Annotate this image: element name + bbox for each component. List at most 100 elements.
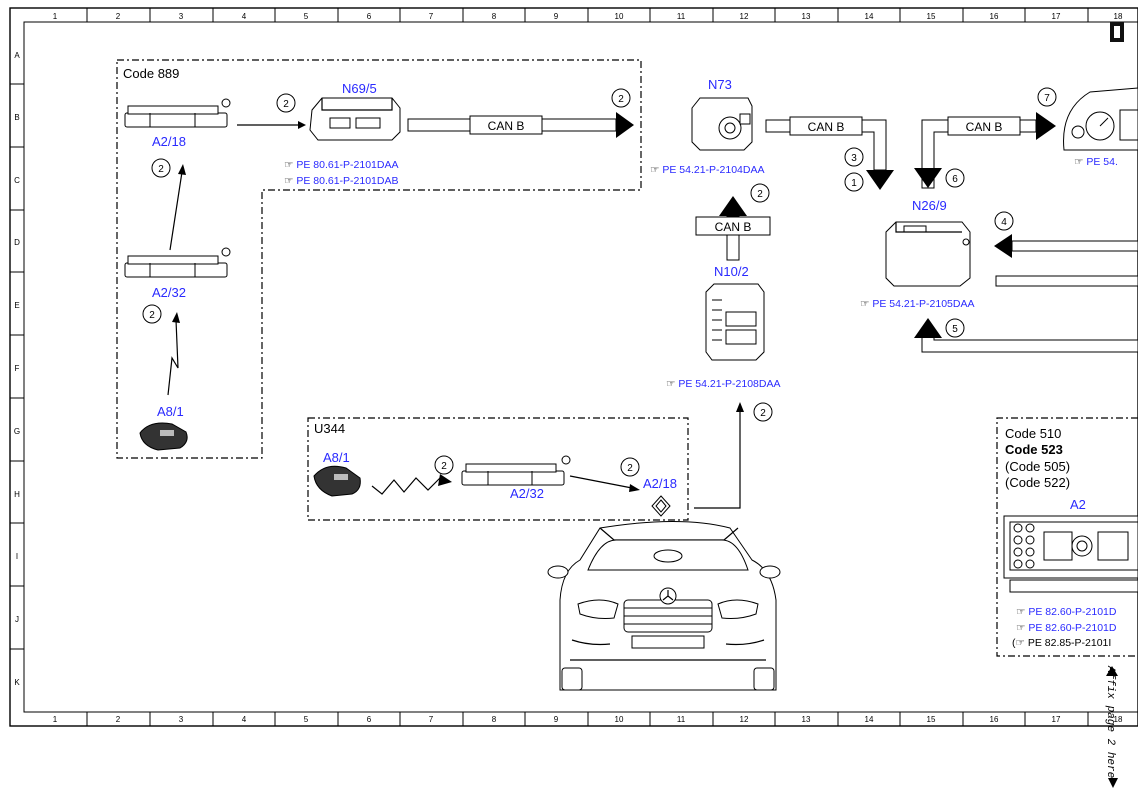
col-15-bottom: 15 xyxy=(927,715,936,724)
arrow-head xyxy=(298,121,306,129)
col-8: 8 xyxy=(492,12,497,21)
n69-5-label: N69/5 xyxy=(342,81,377,96)
can-bus-2-label-box xyxy=(789,116,863,136)
page-corner-icon xyxy=(1110,22,1124,42)
can-bus-2-label: CAN B xyxy=(808,120,845,134)
col-1: 1 xyxy=(53,12,58,21)
n10-2-module xyxy=(705,283,765,361)
n73-label: N73 xyxy=(708,77,732,92)
col-14: 14 xyxy=(865,12,874,21)
col-13-bottom: 13 xyxy=(802,715,811,724)
signal-5-bus xyxy=(921,335,1138,353)
marker-number: 2 xyxy=(757,189,763,200)
n26-9-label: N26/9 xyxy=(912,198,947,213)
marker-number: 3 xyxy=(851,153,857,164)
col-1-bottom: 1 xyxy=(53,715,58,724)
marker-circle xyxy=(434,455,454,475)
ref-hand-icon: ☞ xyxy=(650,164,659,176)
row-h: H xyxy=(14,490,20,499)
a2-32-antenna-u344 xyxy=(461,455,571,486)
signal-out-bus xyxy=(995,275,1138,287)
ref-hand-icon: ☞ xyxy=(1016,606,1025,618)
radio-code-523: Code 523 xyxy=(1005,442,1063,457)
col-10-bottom: 10 xyxy=(615,715,624,724)
can-bus-2-arrowhead xyxy=(866,170,894,190)
link-u344-to-n10 xyxy=(694,410,741,509)
col-11: 11 xyxy=(677,12,686,21)
signal-4-arrowhead xyxy=(994,234,1012,258)
col-5: 5 xyxy=(304,12,309,21)
arrow-a232-to-a218 xyxy=(169,171,183,251)
n69-5-ref-2: ☞ PE 80.61-P-2101DAB xyxy=(284,175,399,187)
can-bus-1-label-box xyxy=(469,115,543,135)
affix-side-note: Affix page 2 here xyxy=(1104,665,1118,788)
marker-number: 6 xyxy=(952,174,958,185)
n10-2-label: N10/2 xyxy=(714,264,749,279)
col-10: 10 xyxy=(615,12,624,21)
instrument-cluster xyxy=(1063,87,1138,151)
row-c: C xyxy=(14,176,20,185)
marker-number: 1 xyxy=(851,178,857,189)
marker-circle xyxy=(945,168,965,188)
radio-head-unit xyxy=(1003,515,1138,593)
code-889-label: Code 889 xyxy=(123,66,179,81)
marker-circle xyxy=(620,457,640,477)
a8-1-key-u344 xyxy=(313,465,361,497)
a2-18-antenna-top xyxy=(124,98,231,128)
marker-circle xyxy=(151,158,171,178)
row-f: F xyxy=(15,364,20,373)
col-15: 15 xyxy=(927,12,936,21)
arrow-head xyxy=(736,402,744,412)
can-bus-1-label: CAN B xyxy=(488,119,525,133)
row-k: K xyxy=(14,678,20,687)
arrow-head xyxy=(629,484,640,492)
can-bus-3-down-arrowhead xyxy=(914,168,942,188)
col-18-bottom: 18 xyxy=(1114,715,1123,724)
affix-note-text: Affix page 2 here xyxy=(1104,665,1116,778)
can-bus-3-label: CAN B xyxy=(966,120,1003,134)
marker-number: 7 xyxy=(1044,93,1050,104)
can-bus-4-label-box xyxy=(695,216,771,236)
affix-arrow-icon xyxy=(1108,778,1118,788)
can-bus-3-label-box xyxy=(947,116,1021,136)
ref-hand-icon: ☞ xyxy=(1074,156,1083,168)
vehicle-front-illustration xyxy=(547,521,781,691)
signal-5-arrowhead xyxy=(914,318,942,338)
radio-ref-2: ☞ PE 82.60-P-2101D xyxy=(1016,622,1117,634)
a2-32-left-label: A2/32 xyxy=(152,285,186,300)
can-bus-3-right-arrowhead xyxy=(1036,112,1056,140)
a2-32-antenna-left xyxy=(124,247,231,278)
col-5-bottom: 5 xyxy=(304,715,309,724)
radio-ref-1: ☞ PE 82.60-P-2101D xyxy=(1016,606,1117,618)
col-8-bottom: 8 xyxy=(492,715,497,724)
a8-1-u344-label: A8/1 xyxy=(323,450,350,465)
marker-circle xyxy=(945,318,965,338)
code-889-group-frame xyxy=(116,59,642,459)
cluster-ref: ☞ PE 54. xyxy=(1074,156,1118,168)
a2-32-u344-label: A2/32 xyxy=(510,486,544,501)
a2-18-top-label: A2/18 xyxy=(152,134,186,149)
n26-9-ref: ☞ PE 54.21-P-2105DAA xyxy=(860,298,975,310)
marker-circle xyxy=(142,304,162,324)
arrow-head xyxy=(438,474,452,486)
marker-circle xyxy=(611,88,631,108)
col-16-bottom: 16 xyxy=(990,715,999,724)
marker-number: 2 xyxy=(627,463,633,474)
a2-18-diamond-icon xyxy=(651,495,671,517)
marker-number: 5 xyxy=(952,324,958,335)
col-4-bottom: 4 xyxy=(242,715,247,724)
row-a: A xyxy=(14,51,20,60)
row-b: B xyxy=(14,113,19,122)
a2-radio-label: A2 xyxy=(1070,497,1086,512)
ref-hand-icon: ☞ xyxy=(666,378,675,390)
a8-1-key-left xyxy=(139,422,188,451)
radio-code-522: (Code 522) xyxy=(1005,475,1070,490)
inner-frame xyxy=(23,21,1138,713)
ref-hand-icon: ☞ xyxy=(1016,637,1025,649)
ref-hand-icon: ☞ xyxy=(284,175,293,187)
arrow-head xyxy=(178,164,186,175)
col-16: 16 xyxy=(990,12,999,21)
marker-circle xyxy=(844,147,864,167)
row-e: E xyxy=(14,301,19,310)
